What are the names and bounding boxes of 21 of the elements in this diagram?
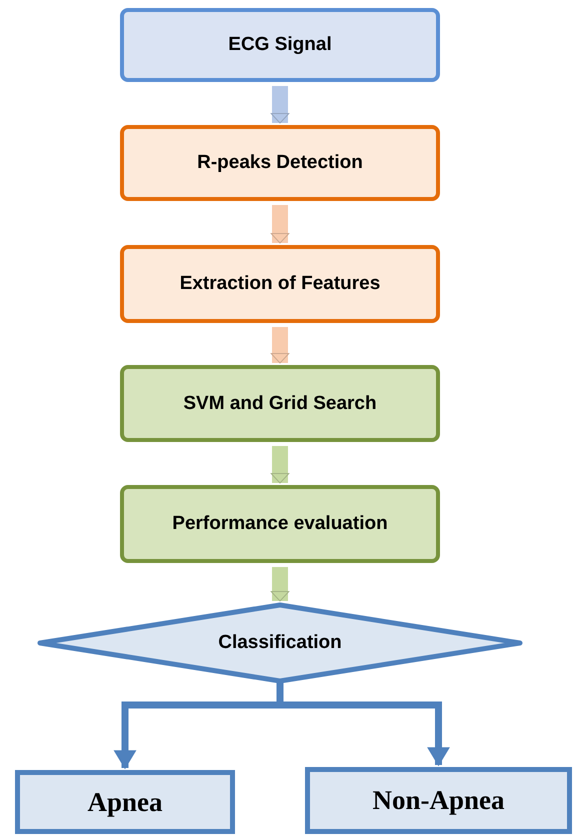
- node-label: Apnea: [87, 786, 162, 818]
- process-box: [120, 8, 440, 82]
- node-label: ECG Signal: [228, 34, 332, 56]
- process-box: [120, 365, 440, 442]
- arrow: [270, 446, 290, 484]
- result-box: [15, 770, 235, 834]
- result-box: [305, 767, 572, 834]
- process-box: [120, 245, 440, 323]
- arrow: [270, 86, 290, 124]
- arrow: [270, 567, 290, 602]
- node-label: Performance evaluation: [172, 513, 388, 535]
- node-label: Non-Apnea: [372, 785, 505, 816]
- node-label: SVM and Grid Search: [183, 392, 377, 414]
- arrow: [270, 327, 290, 364]
- node-label: Classification: [218, 632, 342, 654]
- process-box: [120, 125, 440, 201]
- process-box: [120, 485, 440, 563]
- node-label: Extraction of Features: [180, 273, 380, 295]
- decision-diamond: [38, 603, 522, 683]
- node-label: R-peaks Detection: [197, 152, 363, 174]
- arrow: [270, 205, 290, 244]
